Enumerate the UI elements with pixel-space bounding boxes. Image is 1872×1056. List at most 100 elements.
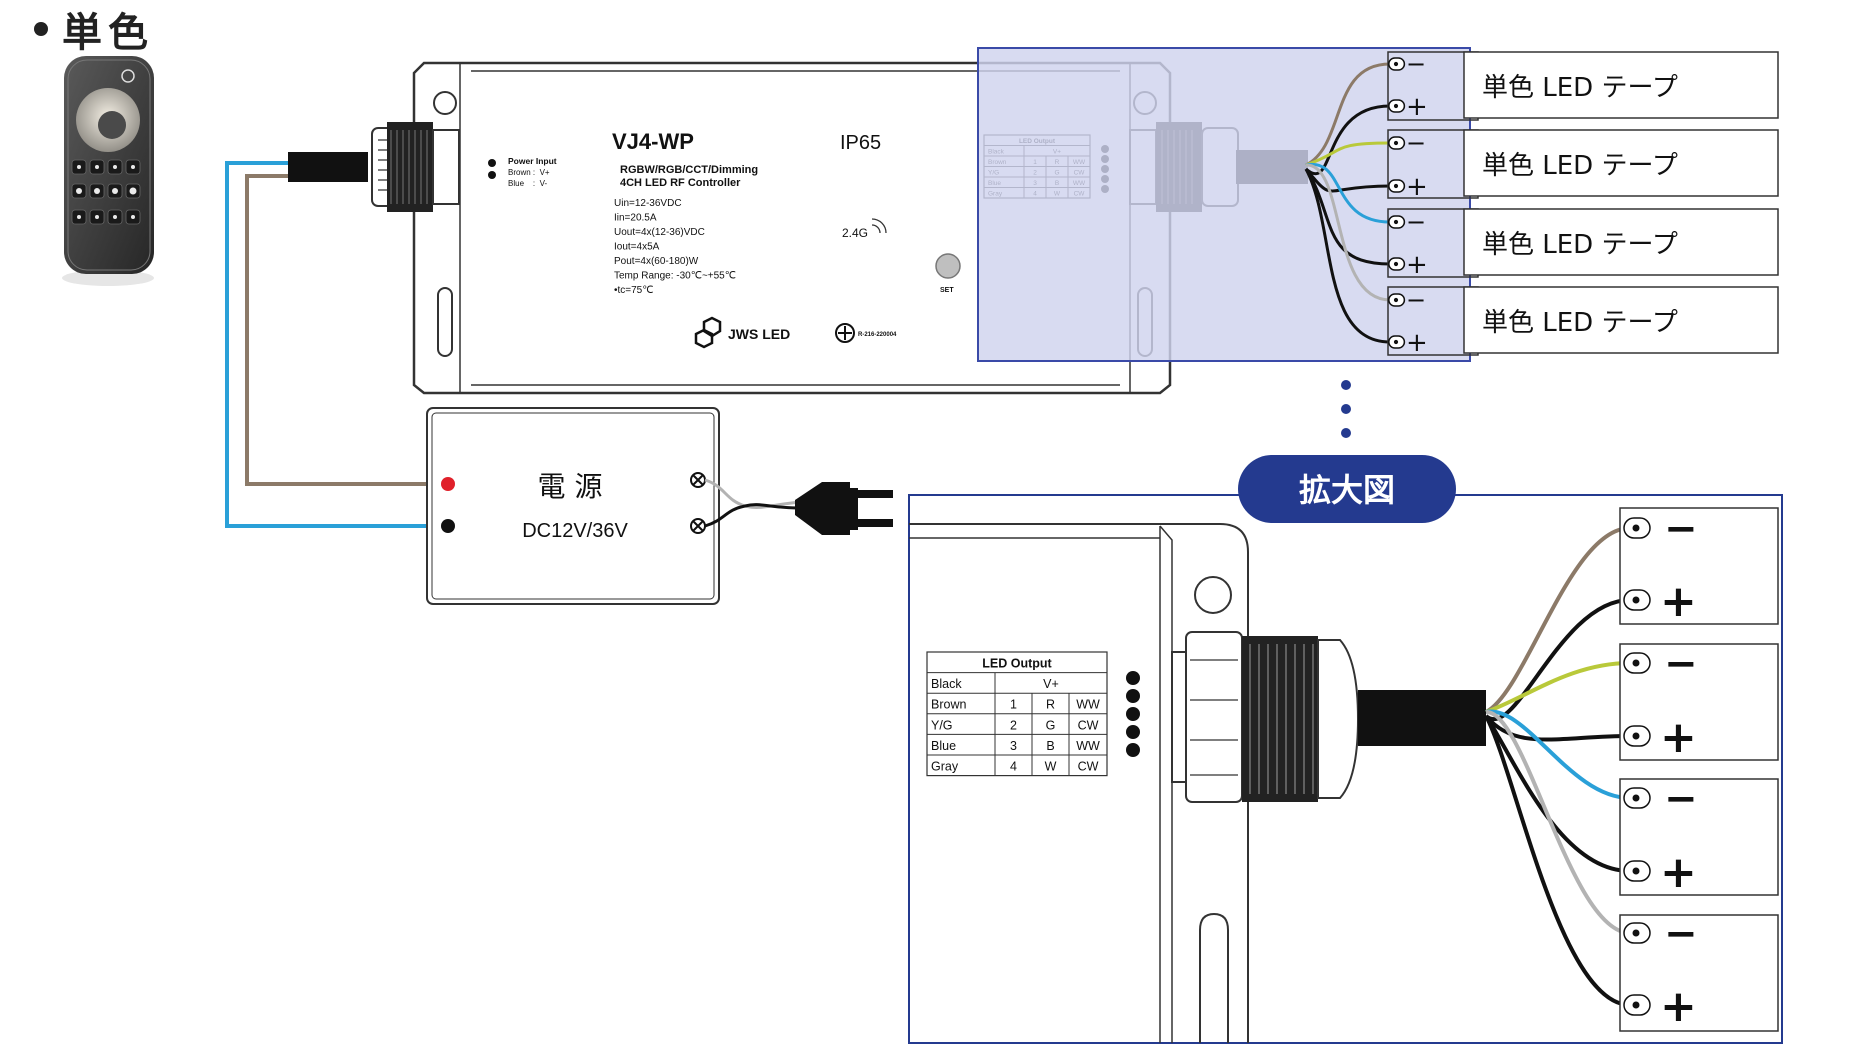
terminal-plus-icon xyxy=(1388,179,1406,193)
signal-wire xyxy=(1485,661,1631,714)
controller-description-1: RGBW/RGB/CCT/Dimming xyxy=(620,164,758,176)
terminal-plus-icon xyxy=(1388,335,1406,349)
jws-led-logo-icon xyxy=(694,316,722,349)
top-output-wires xyxy=(1304,62,1391,344)
signal-wire xyxy=(1305,162,1391,224)
heading-text: 単色 xyxy=(62,10,154,56)
ac-plug-icon xyxy=(704,478,893,535)
table-cell: 1 xyxy=(1010,698,1017,712)
terminal-plus-icon xyxy=(1388,257,1406,271)
common-wire xyxy=(1484,714,1631,873)
power-supply-label: 電 源 xyxy=(538,470,603,503)
plus-label: + xyxy=(1660,712,1697,763)
table-cell: G xyxy=(1046,718,1056,732)
table-cell: Y/G xyxy=(931,718,953,732)
terminal-plus-icon xyxy=(1388,99,1406,113)
terminal-minus-icon xyxy=(1388,293,1406,307)
terminal-plus-icon xyxy=(1623,994,1651,1016)
signal-wire xyxy=(1305,163,1391,302)
spec-line: Temp Range: -30℃~+55℃ xyxy=(614,271,736,282)
common-wire xyxy=(1304,168,1391,266)
table-cell: Brown xyxy=(931,698,966,712)
table-cell: B xyxy=(1046,739,1054,753)
minus-label: − xyxy=(1406,50,1426,78)
common-wire xyxy=(1305,104,1391,176)
minus-label: − xyxy=(1406,286,1426,314)
table-cell: Gray xyxy=(931,759,959,773)
common-wire xyxy=(1484,714,1631,742)
zoom-output-wires xyxy=(1484,526,1631,1007)
common-wire xyxy=(1304,168,1391,344)
terminal-minus-icon xyxy=(1388,57,1406,71)
signal-wire xyxy=(1484,526,1631,714)
terminal-minus-icon xyxy=(1623,517,1651,539)
table-cell: R xyxy=(1046,698,1055,712)
section-heading: 単色 xyxy=(34,0,154,58)
terminal-minus-icon xyxy=(1388,136,1406,150)
terminal-plus-icon xyxy=(1623,589,1651,611)
power-input-title: Power Input xyxy=(508,156,557,166)
plus-label: + xyxy=(1660,847,1697,898)
common-wire xyxy=(1484,715,1631,1007)
led-strip-label: 単色 LED テープ xyxy=(1482,230,1678,260)
ac-terminal-icon xyxy=(690,472,706,534)
plus-label: + xyxy=(1660,576,1697,627)
table-title: LED Output xyxy=(982,656,1052,670)
table-cell: WW xyxy=(1076,739,1100,753)
table-cell: V+ xyxy=(1043,677,1059,691)
controller-specs: Uin=12-36VDCIin=20.5AUout=4x(12-36)VDCIo… xyxy=(614,198,736,296)
cert-number: R-216-220004 xyxy=(858,332,897,338)
minus-label: − xyxy=(1664,641,1698,687)
top-led-strips: −+単色 LED テープ−+単色 LED テープ−+単色 LED テープ−+単色… xyxy=(1387,50,1779,358)
zoom-badge-text: 拡大図 xyxy=(1299,471,1395,509)
brand-name: JWS LED xyxy=(728,326,790,342)
bullet-icon xyxy=(34,22,48,36)
terminal-minus-icon xyxy=(1623,652,1651,674)
table-cell: WW xyxy=(1076,698,1100,712)
frequency-label: 2.4G xyxy=(842,226,868,240)
spec-line: Uin=12-36VDC xyxy=(614,198,682,209)
plus-label: + xyxy=(1406,92,1428,122)
zoom-highlight-region xyxy=(977,47,1471,362)
minus-label: − xyxy=(1406,208,1426,236)
table-cell: 4 xyxy=(1010,759,1017,773)
terminal-minus-icon xyxy=(1388,215,1406,229)
blue-wire-v-minus xyxy=(225,161,446,528)
spec-line: Iin=20.5A xyxy=(614,213,657,224)
controller-description-2: 4CH LED RF Controller xyxy=(620,177,741,189)
set-button-label: SET xyxy=(940,287,954,294)
terminal-minus-icon xyxy=(1623,922,1651,944)
signal-wire xyxy=(1485,709,1631,935)
rf-remote-icon xyxy=(62,56,154,286)
table-cell: Blue xyxy=(931,739,956,753)
plus-label: + xyxy=(1660,981,1697,1032)
plus-label: + xyxy=(1406,250,1428,280)
table-cell: CW xyxy=(1078,759,1099,773)
minus-label: − xyxy=(1406,129,1426,157)
table-cell: Black xyxy=(931,677,962,691)
plus-label: + xyxy=(1406,328,1428,358)
spec-line: Pout=4x(60-180)W xyxy=(614,256,699,267)
terminal-plus-icon xyxy=(1623,725,1651,747)
power-supply-voltage: DC12V/36V xyxy=(522,520,628,542)
zoom-badge: 拡大図 xyxy=(1238,455,1456,523)
table-cell: 2 xyxy=(1010,718,1017,732)
signal-wire xyxy=(1305,62,1391,167)
minus-label: − xyxy=(1664,776,1698,822)
power-input-brown: Brown : V+ xyxy=(508,168,550,177)
signal-wire xyxy=(1305,141,1391,167)
certification-mark-icon xyxy=(835,323,855,343)
table-cell: W xyxy=(1045,759,1057,773)
controller-model: VJ4-WP xyxy=(612,129,694,154)
plus-label: + xyxy=(1406,172,1428,202)
spec-line: •tc=75℃ xyxy=(614,285,653,296)
table-cell: CW xyxy=(1078,718,1099,732)
terminal-plus-icon xyxy=(1623,860,1651,882)
continuation-dots-icon xyxy=(1341,380,1351,438)
minus-label: − xyxy=(1664,911,1698,957)
brown-wire-v-plus xyxy=(245,174,446,486)
power-input-blue: Blue : V- xyxy=(508,179,547,188)
